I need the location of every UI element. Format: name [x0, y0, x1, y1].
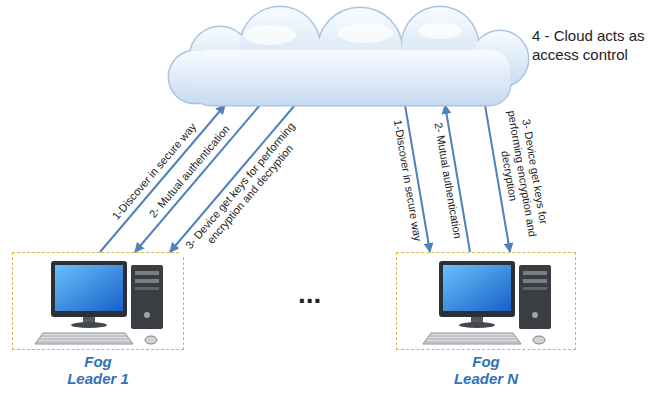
tower-case: [131, 265, 163, 329]
keyboard: [35, 333, 133, 344]
fog-leader-label: Fog Leader 1: [58, 353, 138, 388]
mouse: [145, 336, 157, 344]
keyboard-keys: [39, 339, 129, 340]
edge-label: 2- Mutual authentication: [431, 119, 464, 241]
cloud-base: [190, 50, 510, 105]
computer-illustration: [13, 253, 183, 349]
drive-bay: [523, 271, 547, 275]
computer-illustration: [397, 253, 575, 349]
keyboard-keys: [37, 342, 132, 343]
cloud-highlight: [244, 25, 296, 45]
fog-leader-node: Fog Leader N: [396, 252, 576, 350]
monitor-bezel: [439, 261, 515, 317]
drive-bay: [135, 271, 159, 275]
edge-label: 3- Device get keys for performing encryp…: [177, 112, 314, 267]
cloud-caption: 4 - Cloud acts as access control: [532, 27, 654, 65]
monitor-screen: [55, 265, 123, 311]
monitor-base: [459, 322, 495, 328]
cloud-node: 4 - Cloud acts as access control: [150, 5, 530, 105]
cloud-shape: [150, 5, 530, 105]
drive-bay: [135, 287, 159, 290]
fog-label-wrap: Fog Leader 1: [13, 353, 183, 388]
tower-case: [519, 265, 551, 329]
drive-bay: [135, 279, 159, 283]
fog-label-wrap: Fog Leader N: [397, 353, 575, 388]
keyboard: [423, 333, 521, 344]
cloud-outline: [189, 49, 512, 107]
fog-leader-label: Fog Leader N: [446, 353, 526, 388]
fog-leader-node: Fog Leader 1: [12, 252, 184, 350]
power-button: [532, 312, 538, 318]
edge-label: 1-Discover in secure way: [390, 117, 424, 244]
ellipsis-mark: ...: [298, 280, 321, 308]
drive-bay: [523, 279, 547, 283]
keyboard-keys: [425, 342, 520, 343]
monitor-base: [71, 322, 107, 328]
computer-group: [35, 261, 163, 344]
drive-bay: [523, 287, 547, 290]
cloud-body: [168, 6, 530, 107]
computer-group: [423, 261, 551, 344]
keyboard-keys: [41, 336, 127, 337]
monitor-screen: [443, 265, 511, 311]
cloud-highlight: [337, 23, 393, 43]
edge-label: 3- Device get keys for performing encryp…: [490, 103, 552, 245]
keyboard-keys: [429, 336, 515, 337]
power-button: [144, 312, 150, 318]
monitor-bezel: [51, 261, 127, 317]
cloud-highlight: [418, 23, 462, 39]
keyboard-keys: [427, 339, 517, 340]
mouse: [533, 336, 545, 344]
